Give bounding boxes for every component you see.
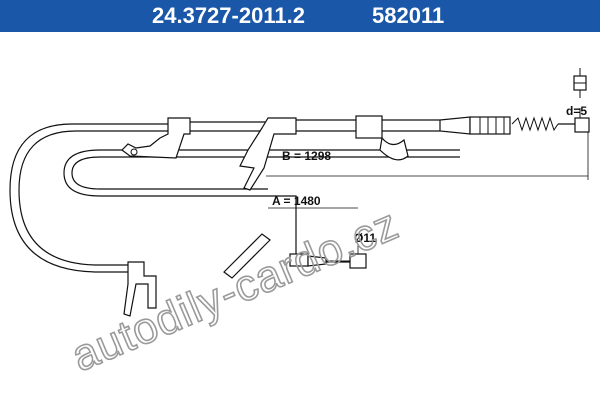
cable-end-fitting-icon — [573, 68, 587, 98]
cable-outer-loop — [9, 123, 168, 273]
cable-inner-loop-inner-edge — [71, 156, 460, 190]
left-upper-bracket — [121, 117, 191, 159]
cable-clamp — [355, 115, 383, 139]
end-sleeve-ribs — [479, 117, 505, 134]
part-number: 24.3727-2011.2 — [152, 3, 305, 28]
b-dimension-label: B = 1298 — [282, 149, 331, 163]
left-lower-bracket — [123, 261, 157, 317]
end-spring — [511, 116, 559, 132]
diameter-label: Ø11 — [354, 231, 376, 245]
lower-angled-bracket — [223, 233, 271, 279]
clamp-hook — [379, 136, 409, 161]
reference-number: 582011 — [372, 3, 445, 28]
watermark-text: autodily-cardo.cz — [65, 199, 406, 381]
bracket-hole — [130, 148, 138, 156]
end-nipple — [574, 117, 590, 133]
end-sleeve-taper — [439, 116, 471, 135]
mid-angled-bracket — [239, 117, 297, 191]
cable-diagram: d=5 B = 1298 A = 1480 Ø11 autodily-cardo… — [9, 68, 590, 382]
cable-upper-run — [190, 119, 440, 132]
header-bar: 24.3727-2011.2 582011 — [0, 0, 600, 32]
lower-sleeve-taper — [307, 255, 327, 267]
cable-outer-loop-inner-edge — [18, 130, 168, 266]
cable-inner-loop — [63, 149, 460, 197]
d-dimension-label: d=5 — [566, 104, 587, 118]
